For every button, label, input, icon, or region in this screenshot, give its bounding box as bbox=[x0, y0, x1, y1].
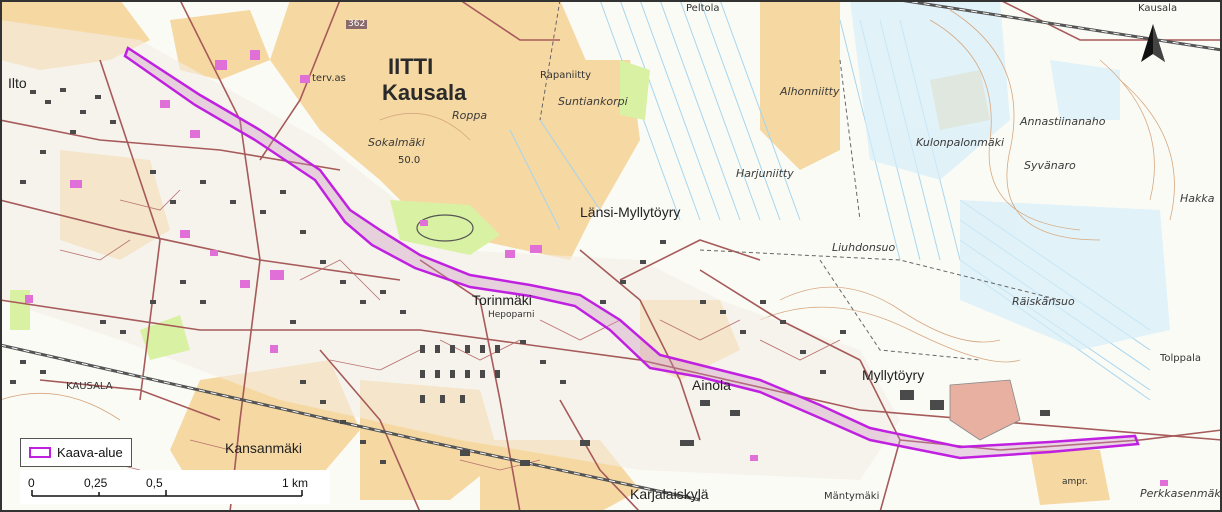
label-elevation: 50.0 bbox=[398, 155, 421, 166]
scale-tick-1km: 1 km bbox=[282, 476, 309, 490]
label-terv-as: terv.as bbox=[312, 73, 346, 84]
buildings bbox=[10, 88, 1050, 466]
label-ampr: ampr. bbox=[1062, 477, 1088, 487]
label-myllytoyry: Myllytöyry bbox=[862, 367, 925, 383]
industrial-building bbox=[949, 379, 1021, 441]
label-suntiankorpi: Suntiankorpi bbox=[558, 95, 628, 108]
contour-lines bbox=[0, 9, 1175, 421]
label-kausala-station: KAUSALA bbox=[66, 381, 113, 392]
footpaths bbox=[539, 0, 1061, 361]
label-ainola: Ainola bbox=[692, 377, 731, 393]
label-kansanmaki: Kansanmäki bbox=[225, 440, 303, 456]
legend-swatch bbox=[29, 447, 51, 458]
label-raiskansuo: Räiskänsuo bbox=[1012, 295, 1075, 308]
scale-tick-05: 0,5 bbox=[146, 476, 163, 490]
sports-track bbox=[416, 214, 474, 242]
label-liuhdonsuo: Liuhdonsuo bbox=[832, 241, 896, 254]
label-harjuniitty: Harjuniitty bbox=[736, 167, 794, 180]
map-legend: Kaava-alue bbox=[20, 438, 132, 467]
north-arrow-icon bbox=[1141, 24, 1165, 62]
label-lansi-myllytoyry: Länsi-Myllytöyry bbox=[580, 204, 681, 220]
label-tolppala: Tolppala bbox=[1160, 353, 1202, 364]
label-ilto: Ilto bbox=[8, 75, 27, 91]
scale-bar: 0 0,25 0,5 1 km bbox=[20, 470, 330, 504]
label-hakka: Hakka bbox=[1180, 192, 1215, 205]
label-kausala: Kausala bbox=[382, 80, 467, 105]
label-roppa: Roppa bbox=[452, 109, 488, 122]
scale-bar-graphic bbox=[31, 490, 303, 497]
legend-label: Kaava-alue bbox=[57, 445, 123, 460]
public-buildings bbox=[25, 50, 1168, 486]
scale-tick-025: 0,25 bbox=[84, 476, 108, 490]
label-kausala-top: Kausala bbox=[1138, 3, 1178, 14]
label-alhonniitty: Alhonniitty bbox=[780, 85, 840, 98]
label-sokalmaki: Sokalmäki bbox=[368, 136, 425, 149]
marsh-areas bbox=[850, 0, 1170, 350]
kaava-alue-boundary bbox=[123, 46, 1140, 460]
label-syvanaro: Syvänaro bbox=[1024, 159, 1076, 172]
label-karjalaiskyla: Karjalaiskylä bbox=[630, 486, 709, 502]
label-mantymaki: Mäntymäki bbox=[824, 491, 880, 502]
label-torinmaki: Torinmäki bbox=[472, 292, 532, 308]
label-annastiinanaho: Annastiinanaho bbox=[1020, 115, 1106, 128]
label-iitti: IITTI bbox=[388, 54, 434, 79]
label-hepoparni: Hepoparni bbox=[488, 310, 535, 320]
scale-tick-0: 0 bbox=[28, 476, 35, 490]
label-peltola: Peltola bbox=[686, 3, 720, 14]
label-road-362: 362 bbox=[346, 19, 368, 29]
label-perkkasenmaki: Perkkasenmäki bbox=[1140, 487, 1222, 500]
label-kulonpalonmaki: Kulonpalonmäki bbox=[916, 136, 1005, 149]
label-rapaniitty: Rapaniitty bbox=[540, 70, 591, 81]
